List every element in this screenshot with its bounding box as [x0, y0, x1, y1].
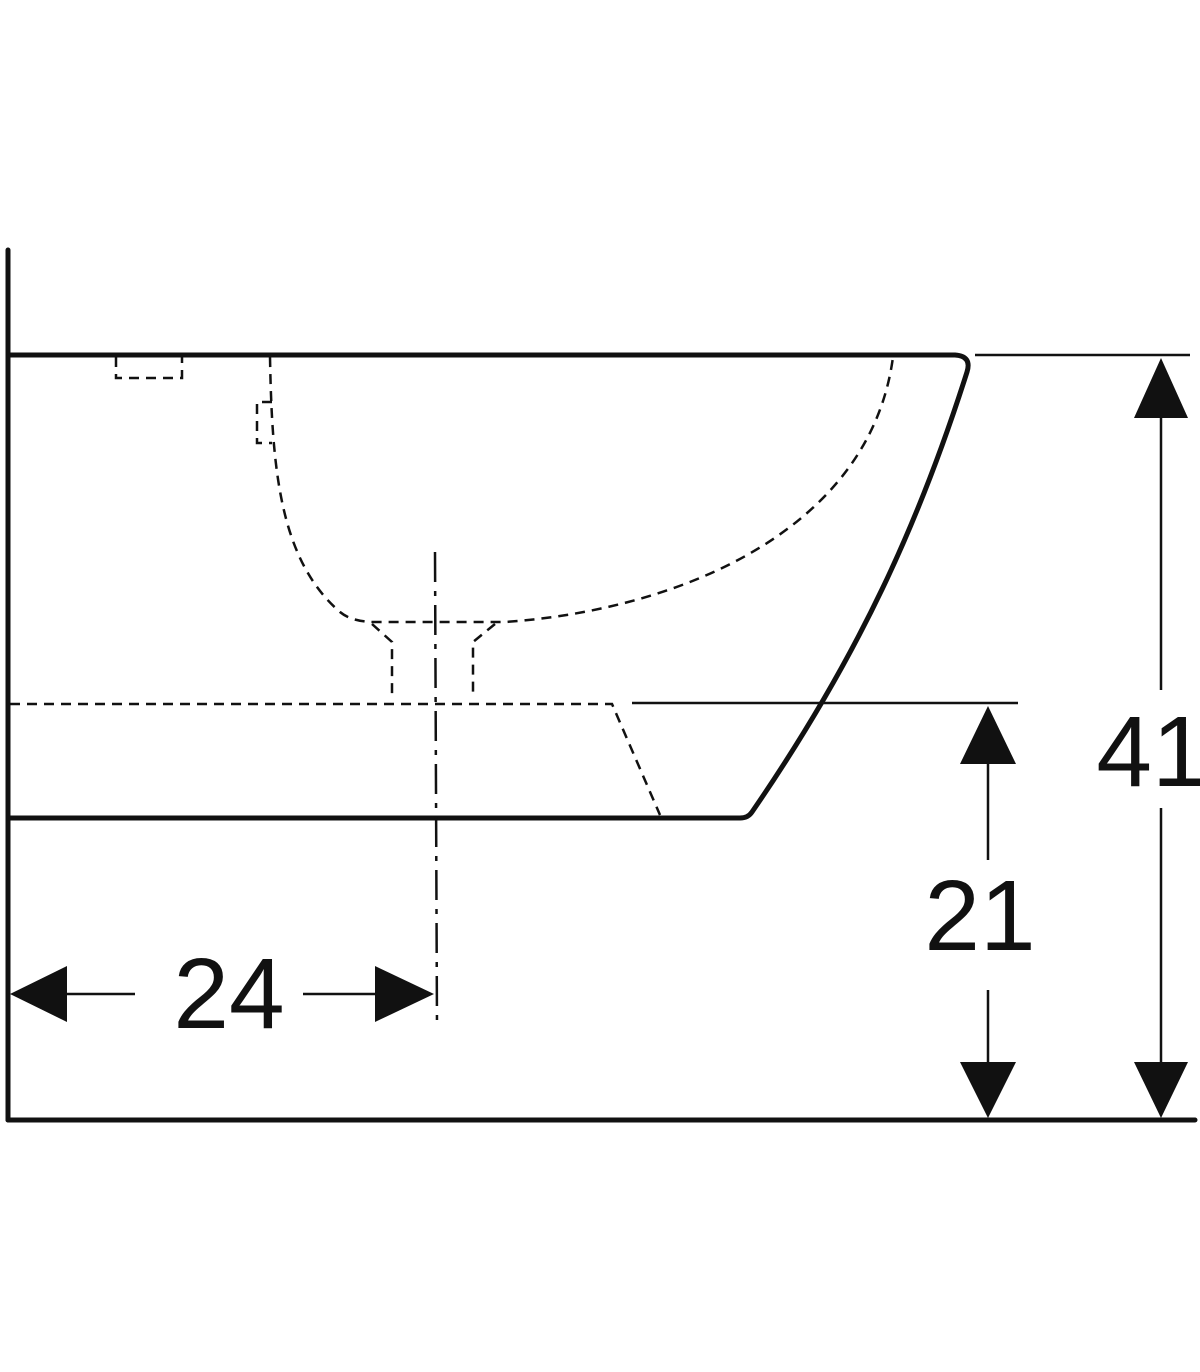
- arrow-down: [1134, 1062, 1188, 1118]
- overall-height-label: 41: [1096, 696, 1200, 808]
- outlet-hidden-line: [371, 623, 394, 698]
- arrow-down: [960, 1062, 1016, 1118]
- bowl-hidden-line: [268, 356, 895, 624]
- bidet-outline: [5, 352, 971, 821]
- arrow-left: [10, 966, 67, 1022]
- arrow-up: [1134, 358, 1188, 418]
- center-axis-line: [433, 551, 439, 1029]
- arrow-up: [960, 706, 1016, 764]
- dimension-axis-distance: 24: [10, 938, 434, 1050]
- fixing-hidden-line: [114, 357, 184, 380]
- tap-hole-hidden-line: [255, 400, 272, 445]
- supply-hidden-line: [10, 702, 662, 816]
- outlet-hidden-line-right: [471, 623, 496, 698]
- rim-height-label: 21: [924, 860, 1035, 972]
- dimension-rim-height: 21: [924, 706, 1036, 1118]
- arrow-right: [375, 966, 434, 1022]
- axis-distance-label: 24: [173, 938, 284, 1050]
- dimension-overall-height: 41: [1096, 358, 1200, 1118]
